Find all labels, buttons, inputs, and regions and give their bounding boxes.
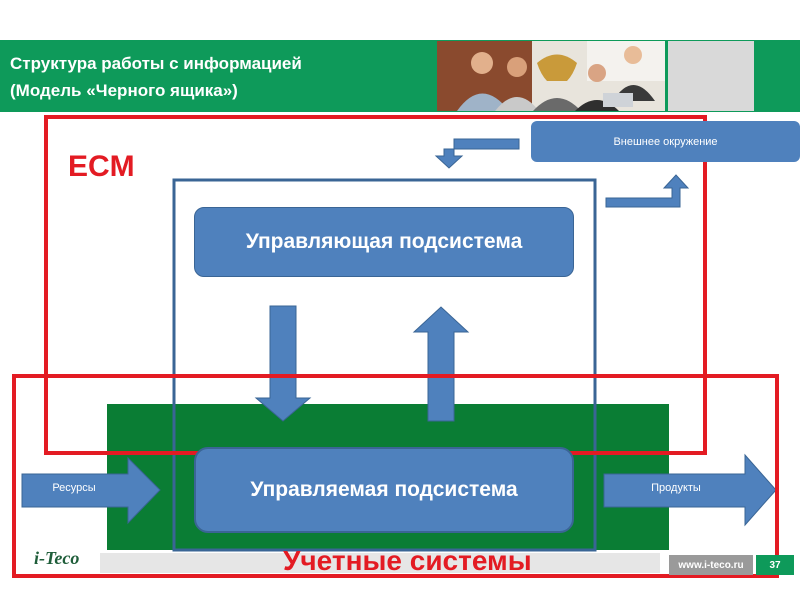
footer-url[interactable]: www.i-teco.ru (669, 555, 753, 575)
company-logo: i-Teco (34, 548, 80, 568)
accounting-systems-frame (12, 374, 779, 578)
footer-bar (100, 553, 660, 573)
control-subsystem-box: Управляющая подсистема (194, 207, 574, 277)
header-photo (437, 41, 665, 111)
header-grey-block (668, 41, 754, 111)
ecm-frame (44, 115, 707, 455)
down-arrow-icon (254, 305, 312, 422)
page-number: 37 (756, 555, 794, 575)
header-bar (0, 40, 800, 112)
slide-title-line-1: Структура работы с информацией (10, 54, 302, 73)
input-bent-arrow-icon (434, 138, 520, 169)
header-green-block (756, 41, 800, 111)
managed-subsystem-box: Управляемая подсистема (194, 447, 574, 533)
products-label: Продукты (651, 482, 701, 494)
output-bent-arrow-icon (605, 174, 690, 208)
slide-title-line-2: (Модель «Черного ящика») (10, 81, 238, 100)
up-arrow-icon (412, 306, 470, 422)
slide-title: Структура работы с информацией (Модель «… (10, 50, 430, 104)
external-environment-box: Внешнее окружение (531, 121, 800, 162)
accounting-systems-label: Учетные системы (283, 545, 532, 576)
resources-label: Ресурсы (52, 482, 96, 494)
resources-arrow-icon (21, 456, 161, 525)
ecm-label: ECM (68, 150, 135, 183)
black-box-frame (172, 178, 597, 552)
products-arrow-icon (603, 453, 777, 527)
